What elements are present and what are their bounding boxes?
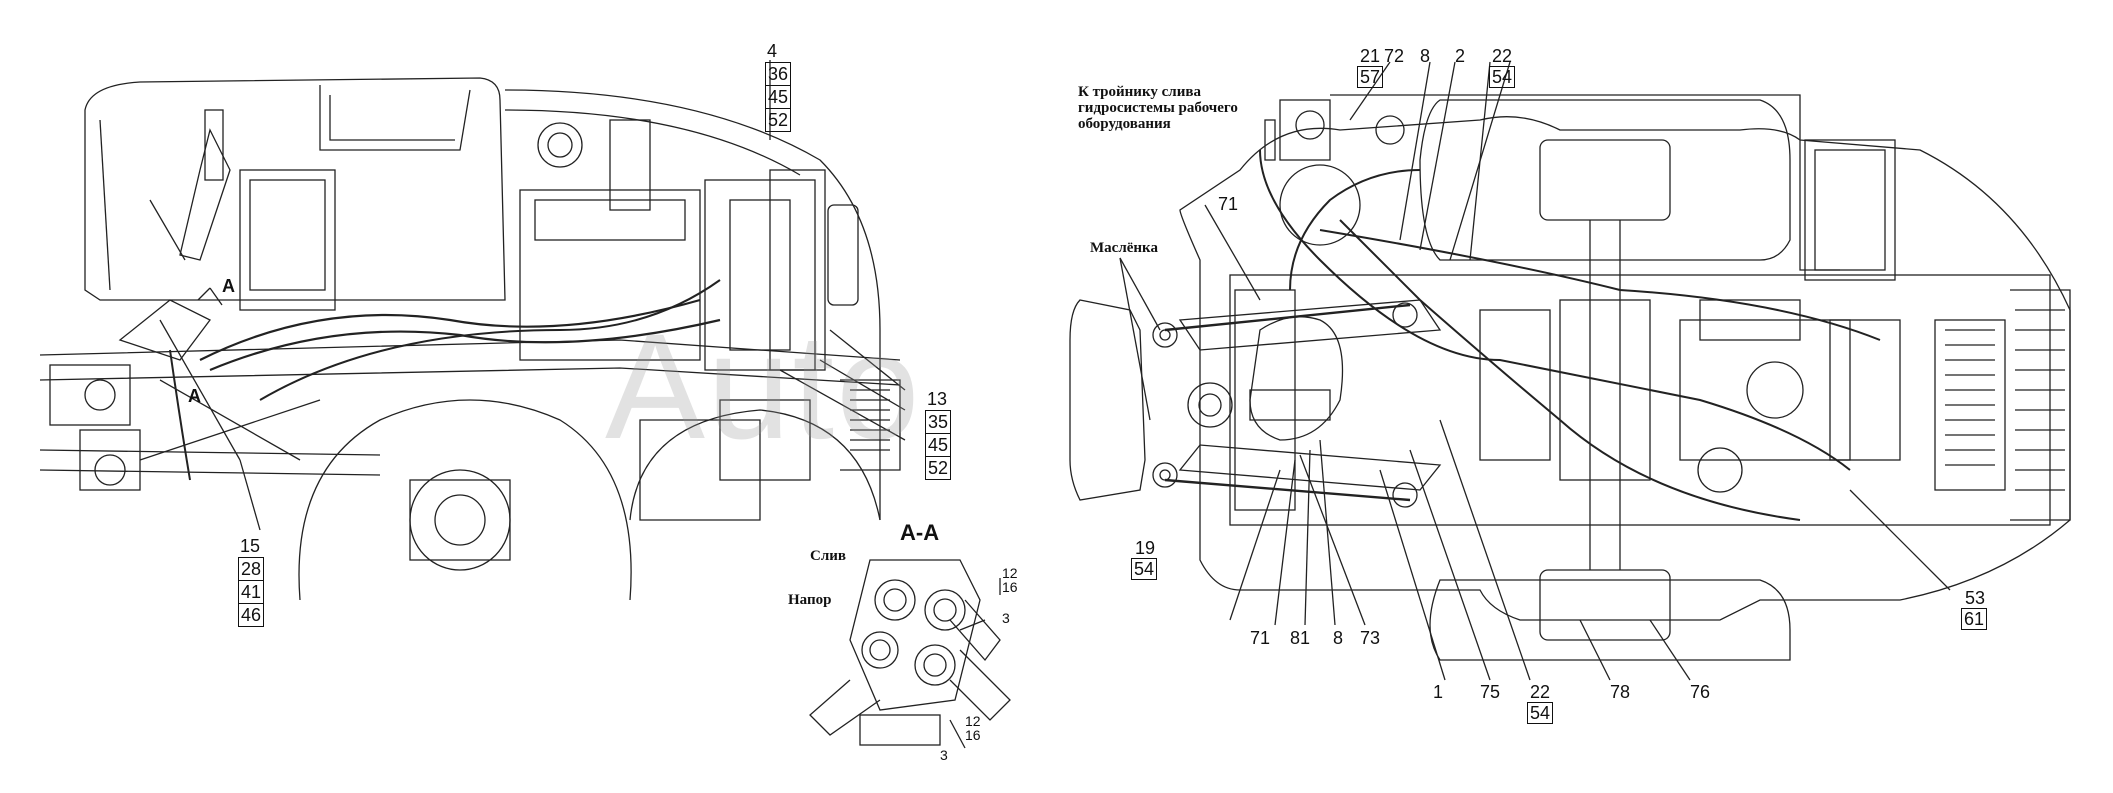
note-tee-line2: гидросистемы рабочего [1078,100,1238,116]
callout-15: 15 [238,535,265,558]
callout-72: 72 [1384,46,1405,66]
callout-52: 52 [765,109,792,132]
callout-21: 21 [1360,46,1381,66]
callout-57: 57 [1357,66,1384,88]
leader-lines [239,60,1951,749]
arrow-a-label: А [222,276,235,296]
callout-35: 35 [925,411,952,434]
callout-stack-bottom: 15 28 41 46 [238,535,265,627]
callout-45: 45 [765,86,792,109]
top-view [1069,94,2071,661]
callout-stack-mid: 13 35 45 52 [925,388,952,480]
watermark: Auto [605,302,922,470]
section-a-a-valve [809,559,1011,746]
label-napor: Напор [788,592,832,608]
callout-76: 76 [1690,682,1711,702]
callout-54: 54 [1489,66,1516,88]
callout-54b: 54 [1527,702,1554,724]
note-tee-line3: оборудования [1078,116,1171,132]
callout-8b: 8 [1333,628,1344,648]
callout-28: 28 [238,558,265,581]
callout-75: 75 [1480,682,1501,702]
callout-1: 1 [1433,682,1444,702]
callout-12a: 12 [1002,565,1018,581]
callout-81: 81 [1290,628,1311,648]
callout-45b: 45 [925,434,952,457]
callout-13: 13 [925,388,952,411]
callout-46: 46 [238,604,265,627]
callout-22b: 22 [1530,682,1551,702]
callout-53: 53 [1965,588,1986,608]
callout-22: 22 [1492,46,1513,66]
callout-61: 61 [1961,608,1988,630]
callout-16a: 16 [1002,579,1018,595]
callout-8: 8 [1420,46,1431,66]
arrow-a-label-2: А [188,386,201,406]
callout-52b: 52 [925,457,952,480]
callout-71b: 71 [1250,628,1271,648]
callout-2: 2 [1455,46,1466,66]
side-view [39,77,901,601]
callout-4: 4 [765,40,792,63]
callout-3a: 3 [1002,610,1010,626]
note-oiler: Маслёнка [1090,240,1158,256]
callout-36: 36 [765,63,792,86]
callout-41: 41 [238,581,265,604]
callout-19: 19 [1135,538,1156,558]
callout-12b: 12 [965,713,981,729]
callout-78: 78 [1610,682,1631,702]
callout-stack-top: 4 36 45 52 [765,40,792,132]
callout-71: 71 [1218,194,1239,214]
callout-54a: 54 [1131,558,1158,580]
section-title: А-А [900,520,940,545]
callout-3b: 3 [940,747,948,763]
callout-16b: 16 [965,727,981,743]
label-sliv: Слив [810,548,846,564]
callout-73: 73 [1360,628,1381,648]
note-tee-line1: К тройнику слива [1078,84,1201,100]
